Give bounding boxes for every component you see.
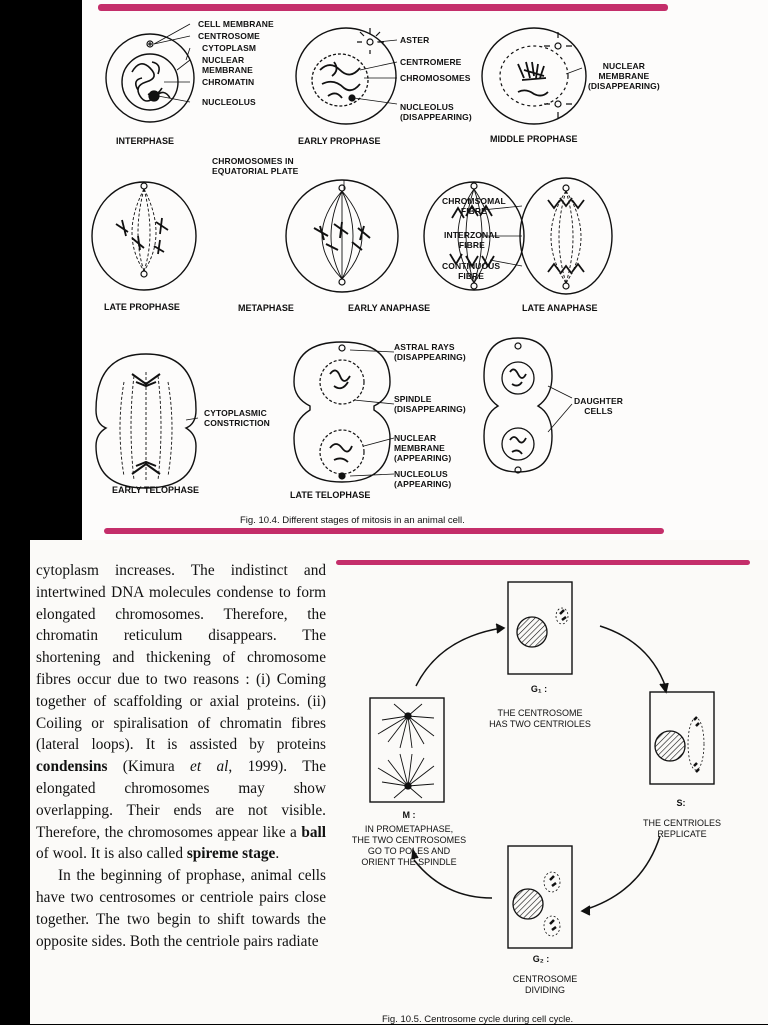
stage-early-anaphase: EARLY ANAPHASE — [348, 303, 431, 313]
g1-stage-label: G₁ : — [530, 684, 548, 694]
stage-late-prophase: LATE PROPHASE — [104, 302, 180, 312]
centrosome-cycle-diagram — [369, 581, 715, 949]
s-description: THE CENTRIOLES REPLICATE — [642, 818, 721, 839]
label-chromosomal-fibre: CHROMSOMAL FIBRE — [442, 196, 506, 216]
stage-interphase: INTERPHASE — [116, 136, 175, 146]
interphase-cell — [106, 24, 194, 122]
label-aster: ASTER — [400, 35, 430, 45]
top-accent-rule — [98, 4, 668, 11]
s-stage-label: S: — [676, 798, 686, 808]
label-centromere: CENTROMERE — [400, 57, 462, 67]
label-spindle: SPINDLE (DISAPPEARING) — [394, 394, 466, 414]
stage-late-anaphase: LATE ANAPHASE — [522, 303, 598, 313]
text-run: (Kimura — [107, 758, 191, 776]
s-cell — [649, 691, 715, 785]
figure-10-5-caption: Fig. 10.5. Centrosome cycle during cell … — [382, 1014, 574, 1025]
label-nuclear-membrane: NUCLEAR MEMBRANE — [202, 55, 253, 75]
paragraph-centrosomes: In the beginning of prophase, animal cel… — [36, 867, 326, 950]
g1-cell — [507, 581, 573, 675]
label-nuclear-membrane-disappearing: NUCLEAR MEMBRANE (DISAPPEARING) — [588, 61, 660, 91]
figure-10-4-caption: Fig. 10.4. Different stages of mitosis i… — [240, 515, 465, 526]
g1-description: THE CENTROSOME HAS TWO CENTRIOLES — [489, 708, 591, 729]
label-cytoplasmic-constriction: CYTOPLASMIC CONSTRICTION — [204, 408, 270, 428]
body-text-column: cytoplasm increases. The indistinct and … — [36, 560, 326, 952]
figure-10-4-page: CELL MEMBRANE CENTROSOME CYTOPLASM NUCLE… — [82, 0, 768, 540]
text-run: , 1999). The elongated chromosomes may s… — [36, 758, 326, 841]
term-spireme-stage: spireme stage — [186, 845, 276, 863]
label-chromatin: CHROMATIN — [202, 77, 255, 87]
label-nucleolus: NUCLEOLUS — [202, 97, 256, 107]
middle-prophase-cell — [482, 28, 586, 124]
g2-cell — [507, 845, 573, 949]
m-stage-label: M : — [402, 810, 416, 820]
early-prophase-cell — [296, 28, 397, 124]
term-condensins: condensins — [36, 758, 108, 776]
stage-early-telophase: EARLY TELOPHASE — [112, 485, 200, 495]
stage-metaphase: METAPHASE — [238, 303, 294, 313]
m-cell — [369, 697, 445, 803]
m-description: IN PROMETAPHASE, THE TWO CENTROSOMES GO … — [351, 824, 467, 867]
text-run: of wool. It is also called — [36, 845, 187, 863]
metaphase-cell — [286, 180, 398, 292]
late-anaphase-cell — [520, 178, 612, 294]
label-equatorial-plate: CHROMOSOMES IN EQUATORIAL PLATE — [212, 156, 299, 176]
textbook-page: cytoplasm increases. The indistinct and … — [30, 540, 768, 1025]
early-telophase-cell — [96, 354, 198, 488]
early-anaphase-cell — [424, 182, 524, 290]
daughter-cells — [484, 338, 572, 473]
cycle-arrows — [412, 624, 668, 915]
label-cytoplasm: CYTOPLASM — [202, 43, 257, 53]
g2-stage-label: G₂ : — [532, 954, 550, 964]
label-interzonal-fibre: INTERZONAL FIBRE — [444, 230, 500, 250]
mitosis-stages-illustration — [82, 0, 768, 540]
late-prophase-cell — [92, 182, 196, 290]
late-telophase-cell — [294, 342, 394, 482]
label-centrosome: CENTROSOME — [198, 31, 260, 41]
paragraph-prophase-condensation: cytoplasm increases. The indistinct and … — [36, 560, 326, 865]
label-astral-rays: ASTRAL RAYS (DISAPPEARING) — [394, 342, 466, 362]
text-run: cytoplasm increases. The indistinct and … — [36, 562, 326, 754]
label-continuous-fibre: CONTINUOUS FIBRE — [442, 261, 501, 281]
label-nucleolus-appearing: NUCLEOLUS (APPEARING) — [394, 469, 452, 489]
stage-early-prophase: EARLY PROPHASE — [298, 136, 381, 146]
stage-middle-prophase: MIDDLE PROPHASE — [490, 134, 578, 144]
g2-description: CENTROSOME DIVIDING — [512, 974, 578, 995]
term-ball: ball — [301, 823, 326, 841]
citation-et-al: et al — [190, 758, 229, 776]
label-chromosomes: CHROMOSOMES — [400, 73, 471, 83]
label-cell-membrane: CELL MEMBRANE — [198, 19, 274, 29]
text-run: . — [275, 845, 280, 863]
stage-late-telophase: LATE TELOPHASE — [290, 490, 371, 500]
bottom-accent-rule — [104, 528, 664, 534]
label-daughter-cells: DAUGHTER CELLS — [574, 396, 623, 416]
label-nuclear-membrane-appearing: NUCLEAR MEMBRANE (APPEARING) — [394, 433, 452, 463]
page-accent-rule — [336, 560, 750, 565]
label-nucleolus-disappearing: NUCLEOLUS (DISAPPEARING) — [400, 102, 472, 122]
